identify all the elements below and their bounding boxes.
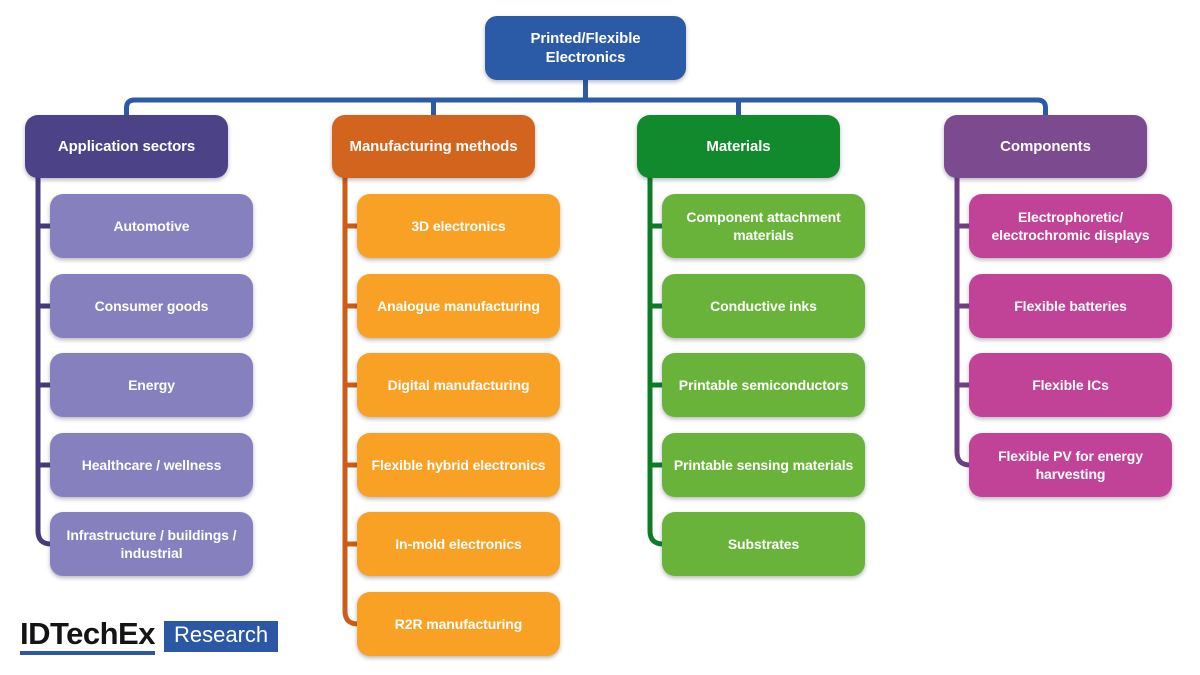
node-flexible-ics: Flexible ICs (969, 353, 1172, 417)
column-header-application-sectors: Application sectors (25, 115, 228, 178)
column-header-label: Manufacturing methods (349, 137, 518, 155)
idtechex-logo: IDTechEx Research (20, 618, 279, 655)
node-label: 3D electronics (411, 217, 506, 234)
node-label: Flexible PV for energy harvesting (998, 447, 1143, 482)
node-in-mold-electronics: In-mold electronics (357, 512, 560, 576)
node-digital-manufacturing: Digital manufacturing (357, 353, 560, 417)
connector-application-sectors (35, 176, 52, 547)
node-flexible-pv-energy-harvesting: Flexible PV for energy harvesting (969, 433, 1172, 497)
node-label: In-mold electronics (395, 535, 522, 552)
node-label: Consumer goods (94, 297, 209, 314)
column-header-materials: Materials (637, 115, 840, 178)
node-label: Printable sensing materials (673, 456, 854, 473)
connector-components (954, 176, 971, 468)
node-automotive: Automotive (50, 194, 253, 258)
node-label: Flexible batteries (1014, 297, 1127, 314)
node-analogue-manufacturing: Analogue manufacturing (357, 274, 560, 338)
node-label: Conductive inks (710, 297, 817, 314)
node-3d-electronics: 3D electronics (357, 194, 560, 258)
node-healthcare-wellness: Healthcare / wellness (50, 433, 253, 497)
column-header-label: Materials (706, 137, 771, 155)
logo-research-badge: Research (163, 621, 279, 652)
column-header-manufacturing-methods: Manufacturing methods (332, 115, 535, 178)
node-flexible-hybrid-electronics: Flexible hybrid electronics (357, 433, 560, 497)
node-energy: Energy (50, 353, 253, 417)
node-r2r-manufacturing: R2R manufacturing (357, 592, 560, 656)
node-label: Electrophoretic/ electrochromic displays (991, 208, 1150, 243)
node-electrophoretic-electrochromic-displays: Electrophoretic/ electrochromic displays (969, 194, 1172, 258)
node-printable-semiconductors: Printable semiconductors (662, 353, 865, 417)
node-conductive-inks: Conductive inks (662, 274, 865, 338)
root-node-label: Printed/Flexible Electronics (530, 29, 641, 67)
node-label: Printable semiconductors (678, 376, 849, 393)
connector-manufacturing-methods (342, 176, 359, 627)
node-consumer-goods: Consumer goods (50, 274, 253, 338)
node-flexible-batteries: Flexible batteries (969, 274, 1172, 338)
node-label: R2R manufacturing (394, 615, 523, 632)
connector-materials (647, 176, 664, 547)
node-label: Digital manufacturing (387, 376, 530, 393)
node-label: Automotive (113, 217, 190, 234)
root-node: Printed/Flexible Electronics (485, 16, 686, 80)
node-label: Energy (128, 376, 175, 393)
node-component-attachment-materials: Component attachment materials (662, 194, 865, 258)
node-label: Infrastructure / buildings / industrial (66, 526, 237, 561)
logo-brand-text: IDTechEx (20, 618, 155, 655)
node-label: Component attachment materials (686, 208, 841, 243)
column-header-label: Application sectors (57, 137, 196, 155)
node-substrates: Substrates (662, 512, 865, 576)
node-label: Flexible ICs (1032, 376, 1109, 393)
node-printable-sensing-materials: Printable sensing materials (662, 433, 865, 497)
node-infrastructure-buildings-industrial: Infrastructure / buildings / industrial (50, 512, 253, 576)
column-header-label: Components (1000, 137, 1091, 155)
column-header-components: Components (944, 115, 1147, 178)
node-label: Analogue manufacturing (377, 297, 540, 314)
node-label: Healthcare / wellness (81, 456, 222, 473)
root-connector-line (124, 80, 1048, 116)
node-label: Substrates (727, 535, 800, 552)
node-label: Flexible hybrid electronics (371, 456, 546, 473)
